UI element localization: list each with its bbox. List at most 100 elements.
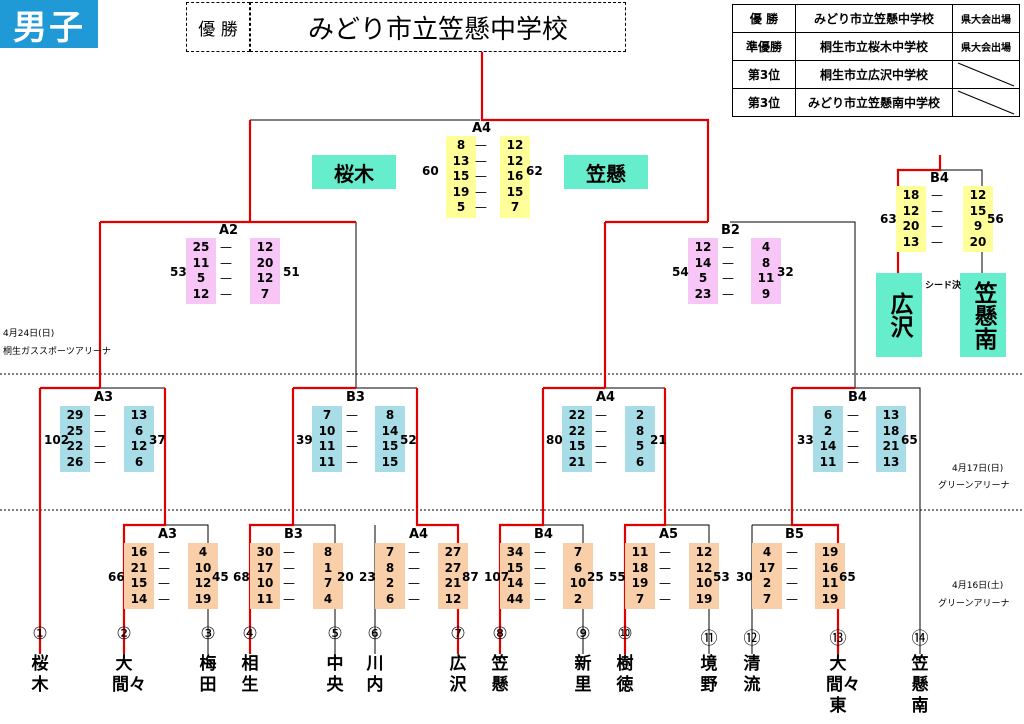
period-score: 14 (694, 255, 712, 270)
results-row: 優 勝みどり市立笠懸中学校県大会出場 (732, 4, 1020, 33)
period-score: 29 (66, 408, 84, 422)
period-score: 19 (194, 591, 212, 606)
seed-note: シード決 (925, 281, 962, 291)
dash-mark: — (283, 591, 295, 606)
team-number: ③ (200, 624, 216, 644)
team-number: ⑥ (367, 624, 383, 644)
period-score: 6 (134, 423, 144, 438)
total-score-left: 80 (546, 433, 563, 447)
dash-mark: — (722, 255, 734, 270)
period-score: 13 (452, 153, 470, 168)
period-score: 2 (823, 423, 833, 438)
schedule-venue-3: グリーンアリーナ (938, 599, 1010, 609)
period-score: 18 (902, 188, 920, 202)
team-number: ⑪ (700, 629, 718, 649)
match-label: B5 (785, 527, 804, 542)
period-score: 11 (821, 576, 839, 590)
score-separator: ———— (657, 543, 673, 609)
team-name: 境野 (700, 654, 718, 695)
dash-mark: — (158, 591, 170, 606)
total-score-right: 51 (283, 265, 300, 279)
dash-mark: — (931, 234, 943, 249)
results-note (952, 88, 1020, 117)
gender-badge: 男子 (0, 0, 98, 48)
period-score: 15 (506, 184, 524, 199)
dash-mark: — (931, 203, 943, 218)
team-number: ⑭ (911, 629, 929, 649)
results-school: みどり市立笠懸南中学校 (795, 88, 953, 117)
period-score: 20 (969, 234, 987, 249)
dash-mark: — (220, 240, 232, 254)
team-name: 梅田 (199, 654, 217, 695)
dash-mark: — (931, 188, 943, 202)
period-score: 12 (695, 560, 713, 575)
dash-mark: — (475, 184, 487, 199)
dash-mark: — (722, 240, 734, 254)
period-score: 14 (381, 423, 399, 438)
match-label: B4 (534, 527, 553, 542)
dash-mark: — (346, 439, 358, 453)
period-score: 21 (882, 439, 900, 453)
period-score: 19 (821, 591, 839, 606)
match-label: B3 (284, 527, 303, 542)
total-score-right: 53 (713, 570, 730, 584)
total-score-left: 39 (296, 433, 313, 447)
period-score: 14 (819, 439, 837, 453)
dash-mark: — (847, 454, 859, 469)
period-score: 7 (510, 200, 520, 214)
team-number: ⑧ (492, 624, 508, 644)
period-score: 22 (66, 439, 84, 453)
score-separator: ———— (344, 406, 360, 472)
period-score: 23 (694, 286, 712, 301)
period-score: 11 (256, 591, 274, 606)
period-score: 8 (635, 423, 645, 438)
period-score: 12 (969, 188, 987, 202)
period-score: 2 (573, 591, 583, 606)
dash-mark: — (847, 439, 859, 453)
dash-mark: — (931, 219, 943, 233)
period-score: 18 (631, 560, 649, 575)
dash-mark: — (408, 576, 420, 590)
period-score: 8 (761, 255, 771, 270)
period-score: 10 (256, 576, 274, 590)
period-score: 15 (452, 169, 470, 183)
dash-mark: — (220, 255, 232, 270)
dash-mark: — (475, 200, 487, 214)
dash-mark: — (534, 591, 546, 606)
period-score: 22 (568, 423, 586, 438)
period-score: 14 (130, 591, 148, 606)
period-score: 11 (631, 545, 649, 559)
results-row: 第3位桐生市立広沢中学校 (732, 60, 1020, 89)
period-score: 15 (130, 576, 148, 590)
total-score-right: 45 (212, 570, 229, 584)
total-score-left: 30 (736, 570, 753, 584)
period-score: 12 (256, 271, 274, 285)
total-score-right: 25 (587, 570, 604, 584)
finalist-left: 桜木 (312, 155, 396, 189)
results-table: 優 勝みどり市立笠懸中学校県大会出場準優勝桐生市立桜木中学校県大会出場第3位桐生… (732, 4, 1020, 117)
period-score: 16 (821, 560, 839, 575)
team-number: ⑤ (327, 624, 343, 644)
period-score: 20 (902, 219, 920, 233)
period-score: 11 (757, 271, 775, 285)
team-number: ⑦ (450, 624, 466, 644)
dash-mark: — (158, 545, 170, 559)
period-score: 4 (198, 545, 208, 559)
dash-mark: — (595, 408, 607, 422)
dash-mark: — (346, 423, 358, 438)
empty-slash-icon (957, 90, 1015, 115)
finalist-right: 笠懸 (564, 155, 648, 189)
